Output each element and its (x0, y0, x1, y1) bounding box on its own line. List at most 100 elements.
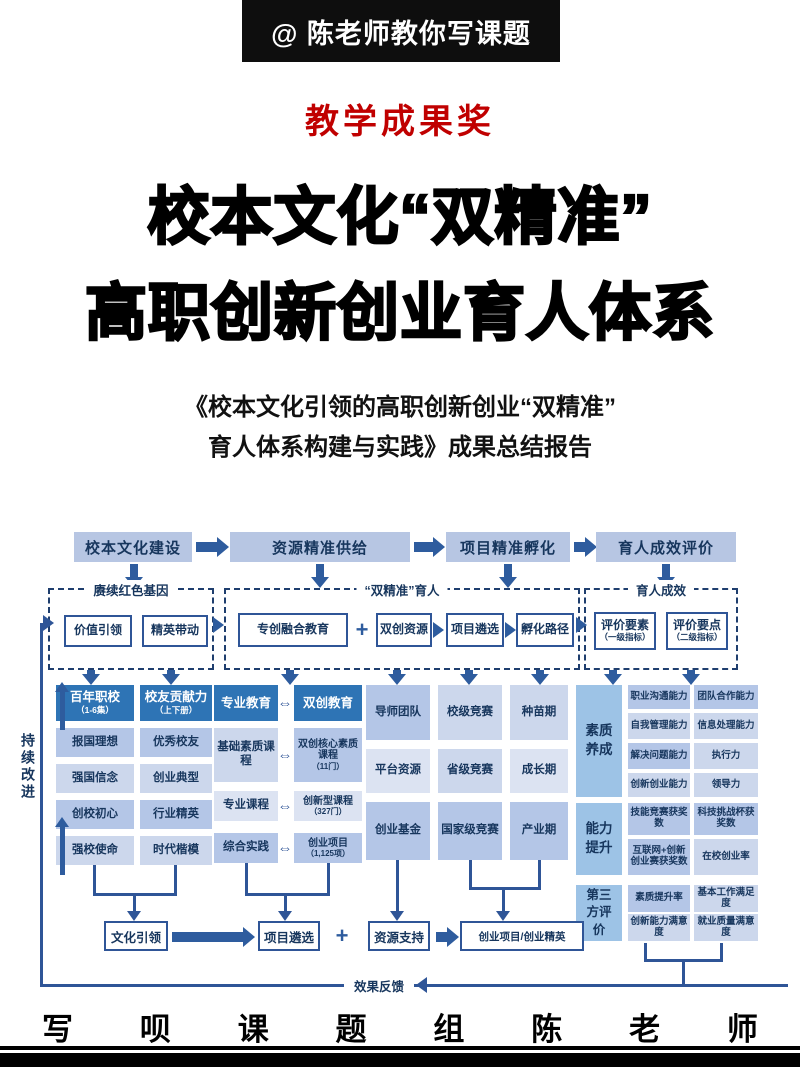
main-title-line2: 高职创新创业育人体系 (84, 278, 716, 350)
group-outcome: 育人成效 评价要素 （一级指标） 评价要点 （二级指标） (584, 580, 738, 670)
award-label: 教学成果奖 (305, 103, 495, 141)
arrow-down-icon (311, 564, 329, 588)
diagram-cell: 创校初心 (56, 800, 134, 829)
connector-line (644, 943, 647, 959)
group-dual-precision: “双精准”育人 专创融合教育 + 双创资源 项目遴选 孵化路径 (224, 580, 580, 670)
box-elite-drive: 精英带动 (142, 615, 208, 647)
arrow-right-icon (576, 617, 587, 633)
column-header-text: 百年职校 (69, 690, 120, 705)
arrow-up-icon (55, 682, 69, 692)
cell-text: 综合实践 (223, 841, 269, 854)
framework-diagram: 校本文化建设 资源精准供给 项目精准孵化 育人成效评价 赓续红色基因 价值引领 … (0, 525, 800, 1005)
footer-char: 写 (42, 1012, 73, 1047)
column-header-text: 专业教育 (220, 695, 271, 710)
box-integrated-education: 专创融合教育 (238, 613, 348, 647)
cell-text: 双创核心素质课程 (298, 738, 358, 762)
panel-cell: 职业沟通能力 (628, 685, 690, 709)
panel-cell: 创新创业能力 (628, 773, 690, 797)
diagram-cell: 产业期 (510, 802, 568, 860)
diagram-cell: 导师团队 (366, 685, 430, 740)
connector-line (133, 893, 136, 911)
connector-line (245, 863, 248, 893)
bottom-box-culture-guidance: 文化引领 (104, 921, 168, 951)
double-arrow-icon: ⇔ (277, 694, 293, 712)
cell-sub: （11门） (311, 761, 345, 771)
main-title: 校本文化“双精准” 高职创新创业育人体系 (0, 170, 800, 362)
diagram-cell: 省级竞赛 (438, 749, 502, 793)
group-red-gene: 赓续红色基因 价值引领 精英带动 (48, 580, 214, 670)
connector-line (327, 863, 330, 893)
arrow-up-icon (55, 817, 69, 827)
subtitle-line1: 《校本文化引领的高职创新创业“双精准” (184, 394, 616, 421)
box-innovation-resources: 双创资源 (376, 613, 432, 647)
box-value-guidance: 价值引领 (64, 615, 132, 647)
cell-sub: （327门） (309, 807, 347, 817)
panel-cell: 创新能力满意度 (628, 914, 690, 941)
connector-line (682, 959, 685, 986)
diagram-cell: 创新型课程 （327门） (294, 791, 362, 821)
arrow-down-icon (682, 670, 700, 685)
connector-line (174, 865, 177, 893)
arrow-down-icon (499, 564, 517, 588)
panel-cell: 团队合作能力 (694, 685, 758, 709)
flow-box-outcome-evaluation: 育人成效评价 (596, 532, 736, 562)
panel-label-third-party: 第三方评价 (576, 885, 622, 941)
column-header-school-history: 百年职校 （1-6集） (56, 685, 134, 721)
flow-box-resource-supply: 资源精准供给 (230, 532, 410, 562)
arrow-down-icon (125, 564, 143, 588)
arrow-right-icon (436, 927, 459, 947)
continuous-improvement-label: 持续改进 (20, 733, 36, 801)
flow-box-culture-construction: 校本文化建设 (74, 532, 192, 562)
diagram-cell: 综合实践 (214, 833, 278, 863)
column-header-text: 双创教育 (302, 695, 353, 710)
arrow-right-icon (414, 537, 445, 557)
panel-label-quality: 素质养成 (576, 685, 622, 797)
feedback-line (40, 984, 788, 987)
arrow-down-icon (162, 670, 180, 685)
diagram-cell: 成长期 (510, 749, 568, 793)
report-subtitle: 《校本文化引领的高职创新创业“双精准” 育人体系构建与实践》成果总结报告 (0, 388, 800, 468)
arrow-down-icon (388, 670, 406, 685)
connector-line (245, 893, 330, 896)
panel-cell: 信息处理能力 (694, 713, 758, 739)
box-incubation-path: 孵化路径 (516, 613, 574, 647)
feedback-line (40, 623, 43, 987)
arrow-down-icon (390, 911, 404, 921)
box-evaluation-points: 评价要点 （二级指标） (666, 612, 728, 650)
arrow-down-icon (496, 911, 510, 921)
arrow-right-icon (43, 615, 54, 631)
diagram-cell: 创业基金 (366, 802, 430, 860)
arrow-left-icon (416, 977, 427, 993)
connector-line (396, 860, 399, 911)
arrow-shaft (60, 692, 65, 730)
panel-cell: 互联网+创新创业赛获奖数 (628, 839, 690, 875)
column-header-sub: （1-6集） (76, 705, 114, 716)
arrow-right-icon (574, 537, 597, 557)
connector-line (93, 865, 96, 893)
group-red-gene-label: 赓续红色基因 (85, 580, 177, 599)
footer-char: 呗 (139, 1012, 171, 1047)
diagram-cell: 行业精英 (140, 800, 212, 829)
bottom-box-project-selection: 项目遴选 (258, 921, 320, 951)
subtitle-line2: 育人体系构建与实践》成果总结报告 (208, 434, 592, 461)
box-evaluation-points-text: 评价要点 (672, 618, 721, 633)
footer-char: 陈 (531, 1012, 563, 1047)
diagram-cell: 报国理想 (56, 728, 134, 757)
feedback-label: 效果反馈 (344, 975, 414, 995)
footer-divider (0, 1046, 800, 1050)
panel-cell: 自我管理能力 (628, 713, 690, 739)
plus-icon: + (355, 617, 369, 642)
arrow-down-icon (127, 911, 141, 921)
connector-line (469, 887, 541, 890)
double-arrow-icon: ⇔ (277, 797, 293, 815)
arrow-down-icon (604, 670, 622, 685)
connector-line (720, 943, 723, 959)
arrow-down-icon (278, 911, 292, 921)
panel-cell: 领导力 (694, 773, 758, 797)
box-evaluation-points-sub: （二级指标） (671, 632, 723, 643)
arrow-down-icon (657, 564, 675, 588)
diagram-cell: 基础素质课程 (214, 728, 278, 782)
arrow-right-icon (505, 622, 516, 638)
arrow-down-icon (460, 670, 478, 685)
